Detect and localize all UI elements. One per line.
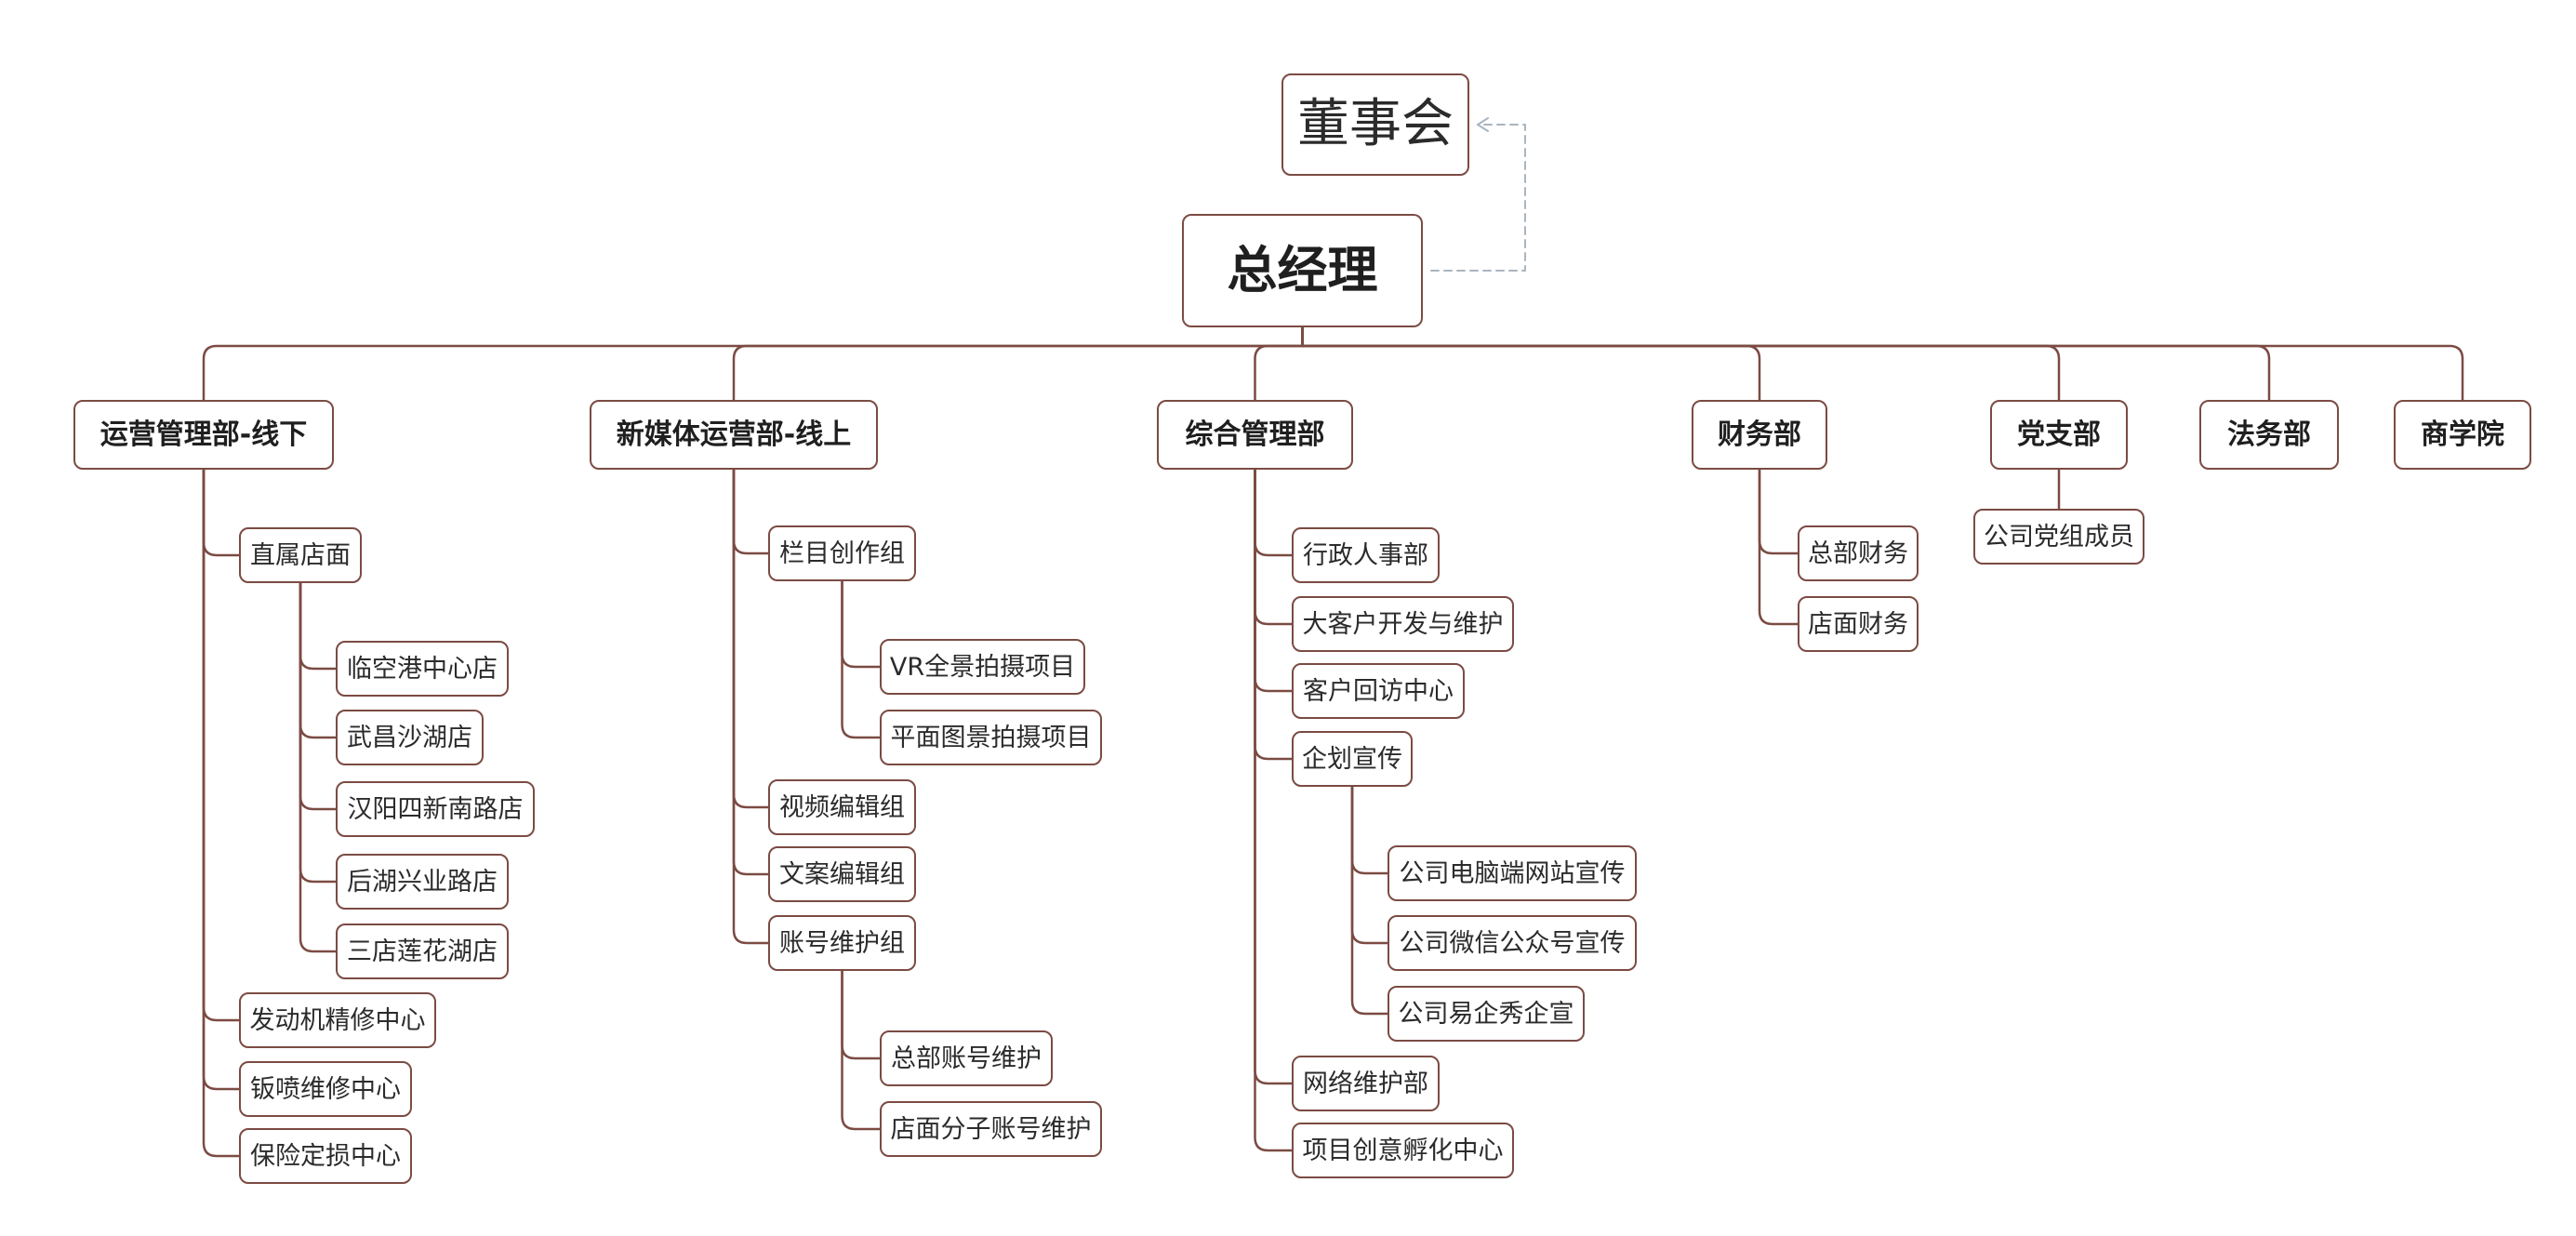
project-vr-panorama-shooting: VR全景拍摄项目 — [880, 639, 1085, 695]
board-link-arrowhead — [1477, 117, 1489, 132]
dept-business-school: 商学院 — [2394, 400, 2531, 470]
connector-team-account-maintenance — [732, 468, 770, 945]
board-link-dashed — [1430, 124, 1526, 272]
unit-project-incubation-center: 项目创意孵化中心 — [1292, 1123, 1514, 1178]
connector-team-copywriting — [732, 468, 770, 876]
task-store-sub-account-maintenance: 店面分子账号维护 — [880, 1101, 1102, 1157]
dept-party-branch: 党支部 — [1990, 400, 2128, 470]
connector-project-vr-panorama-shooting — [841, 579, 882, 669]
dept-legal: 法务部 — [2199, 400, 2339, 470]
unit-party-group-members: 公司党组成员 — [1973, 509, 2144, 565]
connector-unit-store-finance — [1758, 468, 1799, 626]
promo-wechat-official-account: 公司微信公众号宣传 — [1388, 915, 1637, 971]
unit-direct-stores: 直属店面 — [239, 527, 362, 583]
team-column-creation: 栏目创作组 — [768, 525, 916, 581]
promo-pc-website: 公司电脑端网站宣传 — [1388, 845, 1637, 901]
node-general-manager: 总经理 — [1182, 214, 1423, 327]
connector-unit-planning-promotion — [1254, 468, 1294, 761]
unit-admin-hr: 行政人事部 — [1292, 527, 1440, 583]
connector-team-video-editing — [732, 468, 770, 809]
dept-finance: 财务部 — [1692, 400, 1827, 470]
connector-promo-eqxiu — [1350, 785, 1389, 1016]
connector-dept-new-media-online — [732, 326, 1304, 402]
promo-eqxiu: 公司易企秀企宣 — [1388, 986, 1585, 1042]
unit-network-maintenance: 网络维护部 — [1292, 1056, 1440, 1111]
connector-store-wuchang-shahu — [299, 581, 338, 739]
connector-dept-business-school — [1301, 326, 2464, 402]
unit-engine-repair-center: 发动机精修中心 — [239, 992, 436, 1048]
unit-store-finance: 店面财务 — [1798, 596, 1919, 652]
store-hanyang-sixin-south-road: 汉阳四新南路店 — [336, 781, 535, 837]
connector-unit-customer-callback-center — [1254, 468, 1294, 693]
unit-hq-finance: 总部财务 — [1798, 525, 1919, 581]
connector-dept-finance — [1301, 326, 1761, 402]
connector-unit-network-maintenance — [1254, 468, 1294, 1085]
unit-insurance-assessment-center: 保险定损中心 — [239, 1128, 412, 1184]
connector-team-column-creation — [732, 468, 770, 555]
connector-unit-admin-hr — [1254, 468, 1294, 557]
unit-paint-repair-center: 钣喷维修中心 — [239, 1061, 412, 1117]
connector-unit-hq-finance — [1758, 468, 1799, 555]
connector-unit-project-incubation-center — [1254, 468, 1294, 1152]
task-hq-account-maintenance: 总部账号维护 — [880, 1030, 1053, 1086]
dept-new-media-online: 新媒体运营部-线上 — [590, 400, 878, 470]
project-flat-image-shooting: 平面图景拍摄项目 — [880, 710, 1102, 765]
connector-dept-party-branch — [1301, 326, 2061, 402]
team-copywriting: 文案编辑组 — [768, 846, 916, 902]
connector-task-hq-account-maintenance — [841, 969, 882, 1060]
connector-promo-pc-website — [1350, 785, 1389, 875]
connector-dept-legal — [1301, 326, 2271, 402]
team-account-maintenance: 账号维护组 — [768, 915, 916, 971]
store-sandian-lianhua-lake: 三店莲花湖店 — [336, 924, 509, 979]
connector-dept-operations-offline — [202, 326, 1304, 402]
connector-store-sandian-lianhua-lake — [299, 581, 338, 953]
store-linkonggang-center: 临空港中心店 — [336, 641, 509, 697]
connector-project-flat-image-shooting — [841, 579, 882, 739]
connector-store-houhu-xingye-road — [299, 581, 338, 884]
connector-dept-general-management — [1254, 326, 1304, 402]
dept-general-management: 综合管理部 — [1157, 400, 1353, 470]
dept-operations-offline: 运营管理部-线下 — [73, 400, 334, 470]
store-wuchang-shahu: 武昌沙湖店 — [336, 710, 484, 765]
team-video-editing: 视频编辑组 — [768, 779, 916, 835]
unit-key-account-development: 大客户开发与维护 — [1292, 596, 1514, 652]
store-houhu-xingye-road: 后湖兴业路店 — [336, 854, 509, 910]
connector-unit-direct-stores — [202, 468, 241, 557]
node-board-of-directors: 董事会 — [1281, 73, 1469, 176]
connector-store-linkonggang-center — [299, 581, 338, 671]
connector-unit-paint-repair-center — [202, 468, 241, 1091]
unit-planning-promotion: 企划宣传 — [1292, 731, 1413, 787]
connector-unit-key-account-development — [1254, 468, 1294, 626]
connector-promo-wechat-official-account — [1350, 785, 1389, 945]
unit-customer-callback-center: 客户回访中心 — [1292, 663, 1465, 719]
connector-store-hanyang-sixin-south-road — [299, 581, 338, 811]
connector-task-store-sub-account-maintenance — [841, 969, 882, 1131]
connector-unit-insurance-assessment-center — [202, 468, 241, 1158]
